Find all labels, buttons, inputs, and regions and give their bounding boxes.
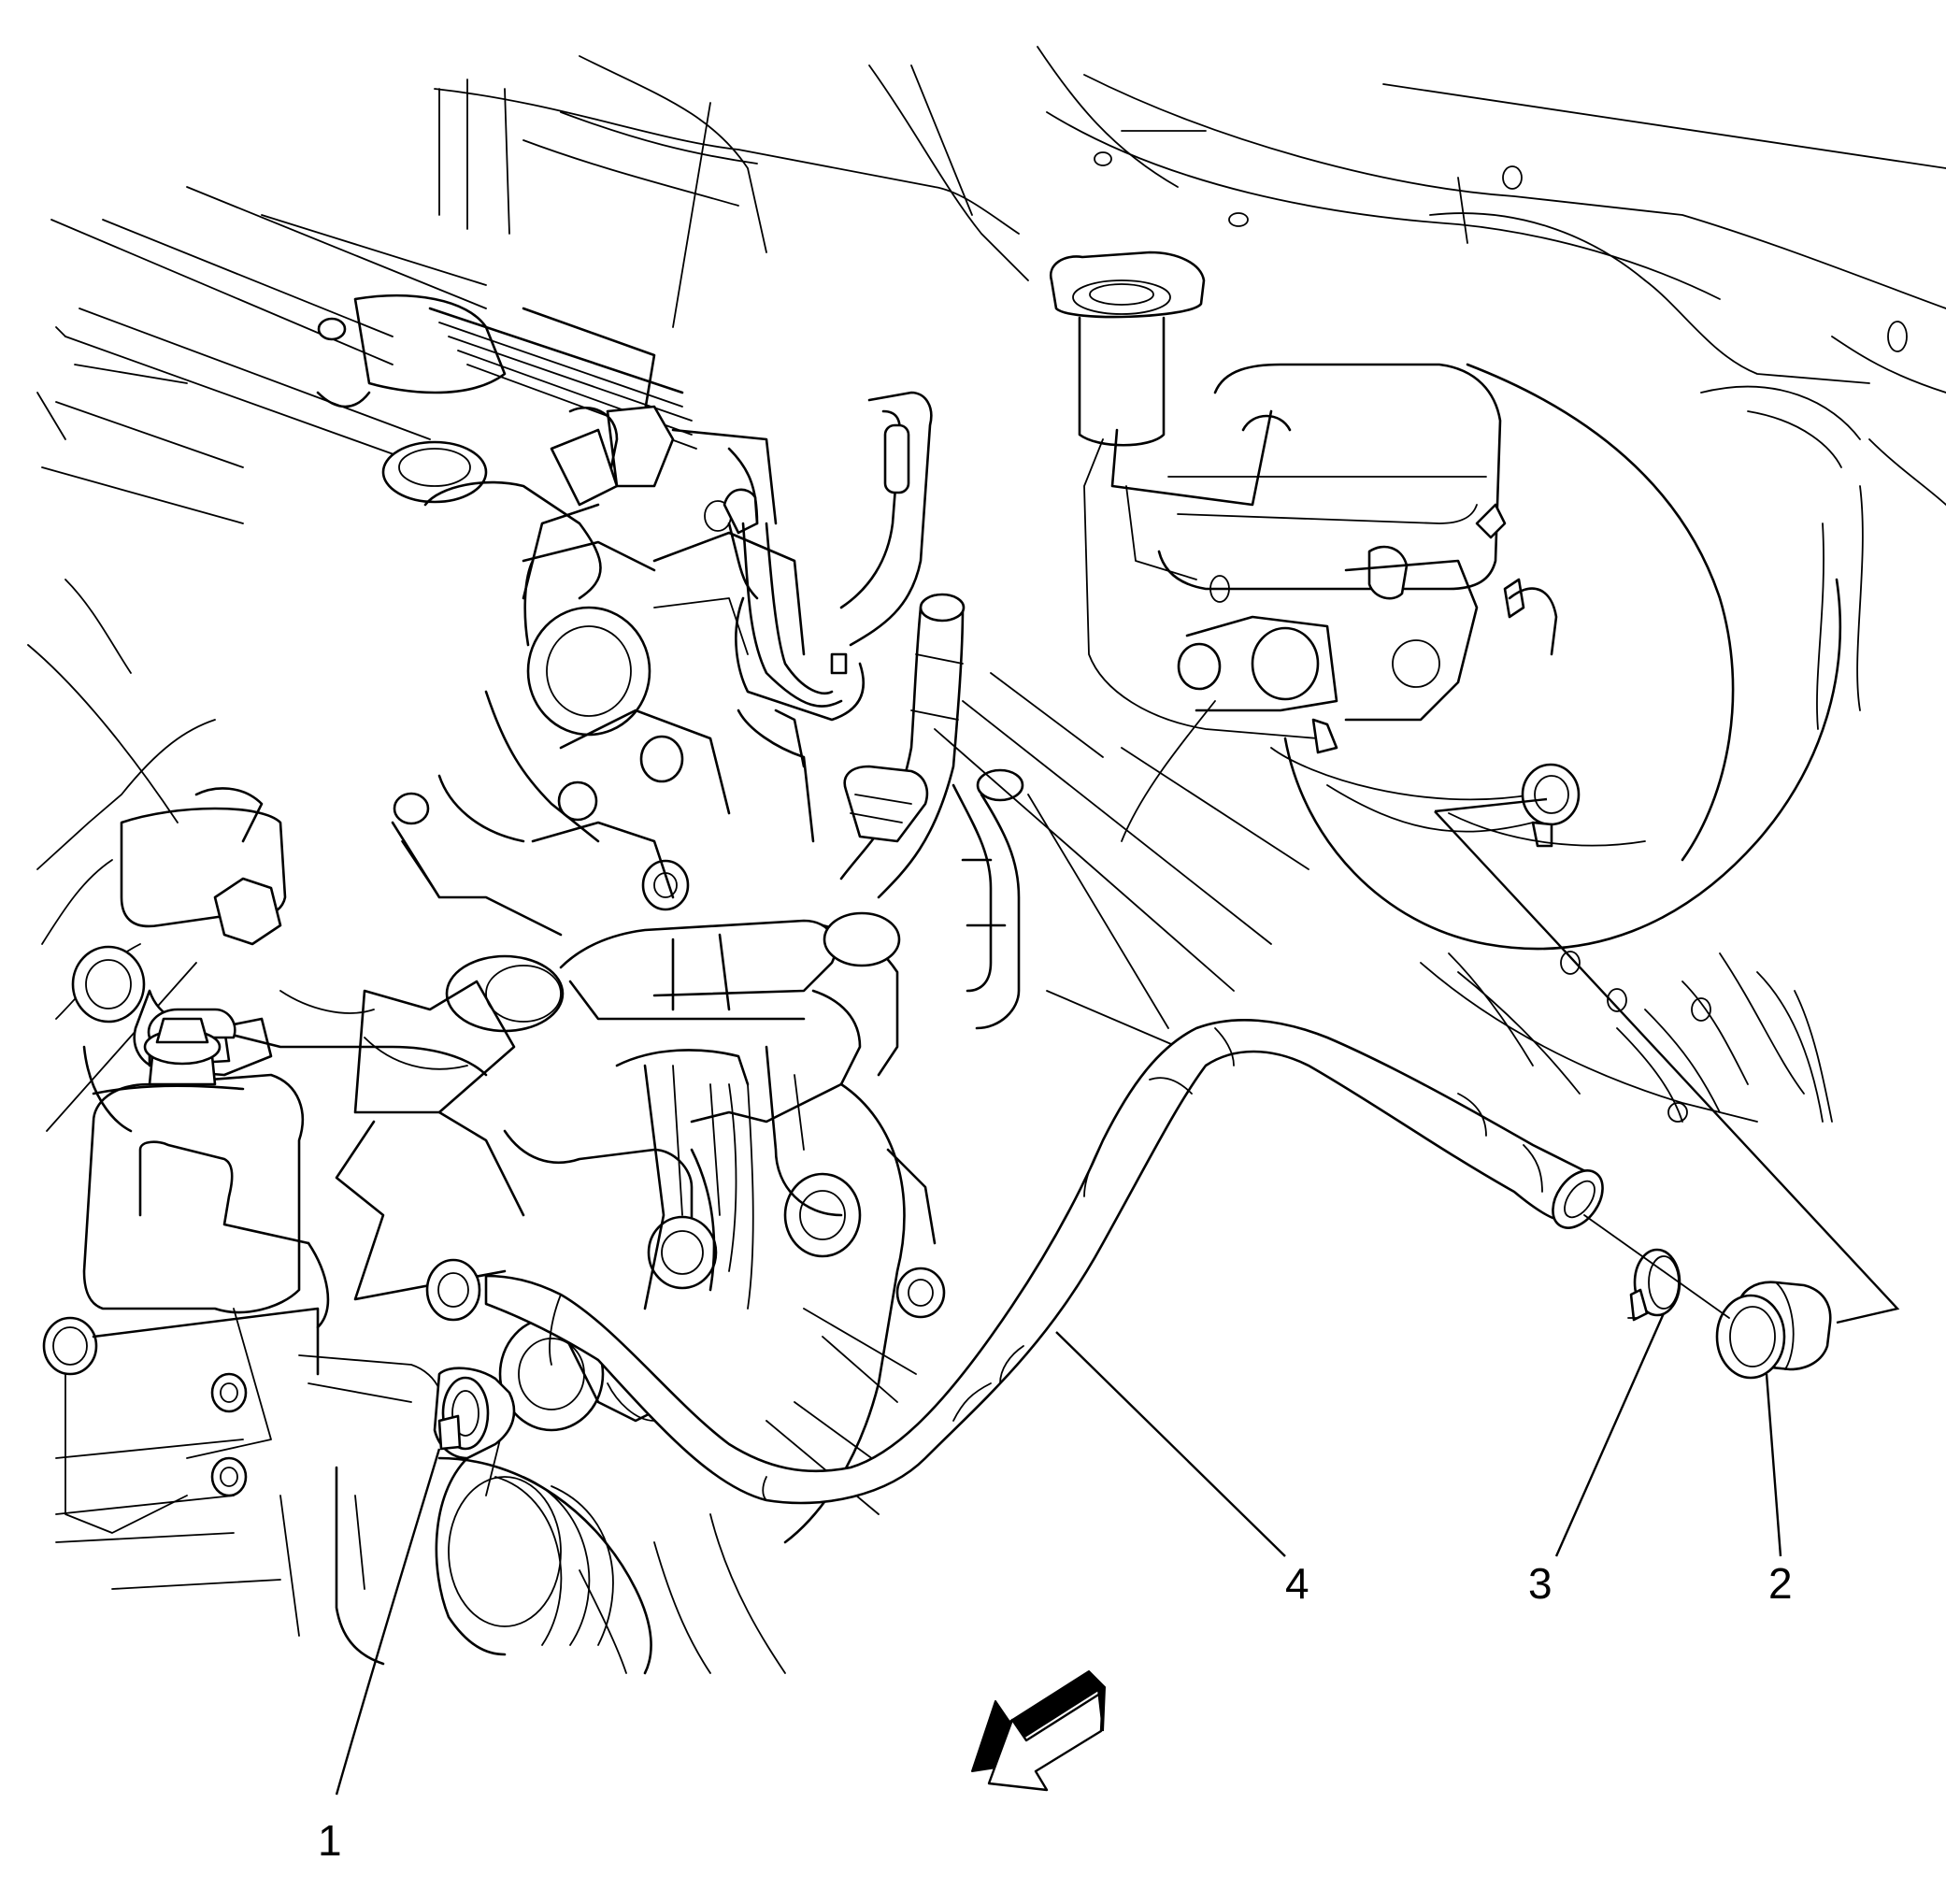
booster-port-leader: [1434, 797, 1900, 1324]
hose-to-engine-fitting: [433, 1367, 516, 1460]
engine-valve-cover: [41, 186, 778, 600]
heater-hose-pipes: [445, 593, 1024, 1086]
callout-1: 1: [318, 1816, 342, 1865]
brake-fluid-reservoir: [1049, 251, 1558, 754]
lower-engine: [279, 980, 946, 1675]
callout-2: 2: [1768, 1559, 1793, 1608]
vacuum-hose: [484, 1018, 1604, 1505]
callout-leaders: [335, 1312, 1782, 1796]
cowl-panel: [434, 46, 1946, 730]
engine-front-cover: [391, 480, 865, 937]
wiring-bracket: [741, 391, 933, 708]
hose-clamp: [1627, 1248, 1681, 1322]
engine-block: [27, 392, 488, 1590]
front-direction-arrow-icon: [971, 1670, 1107, 1792]
cross-brace: [934, 672, 1309, 1048]
callout-3: 3: [1528, 1559, 1553, 1608]
brake-booster-check-valve: [1715, 1281, 1832, 1380]
callout-4: 4: [1285, 1559, 1309, 1608]
exploded-view-centerline: [1583, 1214, 1730, 1319]
brake-booster: [1270, 363, 1842, 1123]
